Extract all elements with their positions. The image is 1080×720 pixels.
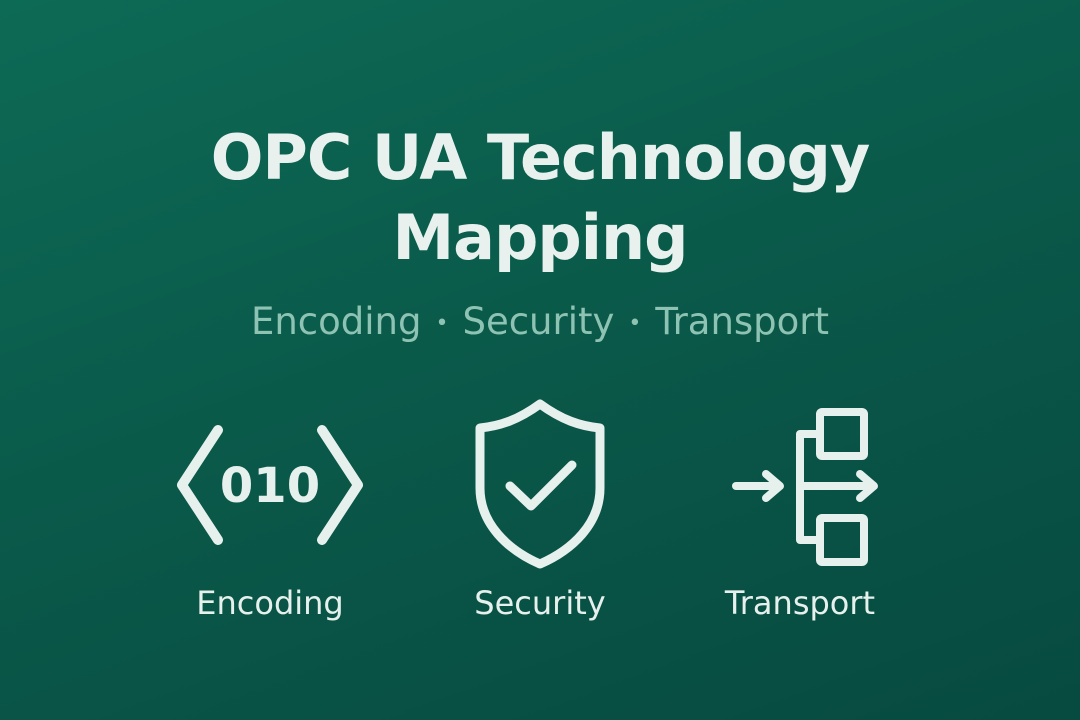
code-text: 010 [220, 458, 320, 514]
shield-check-icon [475, 399, 605, 569]
feature-transport: Transport [670, 398, 930, 638]
subtitle-item-encoding: Encoding [250, 300, 422, 343]
arrow-branch-icon [732, 408, 878, 566]
page-title: OPC UA Technology Mapping [0, 118, 1080, 278]
subtitle-separator: • [628, 310, 642, 336]
feature-security: Security [410, 398, 670, 638]
subtitle: Encoding • Security • Transport [0, 298, 1080, 348]
feature-label-encoding: Encoding [196, 584, 344, 622]
feature-encoding: 010 Encoding [140, 398, 400, 638]
subtitle-item-security: Security [462, 300, 615, 343]
feature-label-transport: Transport [724, 584, 876, 622]
title-line-2: Mapping [392, 201, 688, 274]
subtitle-item-transport: Transport [655, 300, 830, 343]
feature-label-security: Security [474, 584, 606, 622]
title-line-1: OPC UA Technology [210, 121, 871, 194]
code-brackets-icon: 010 [177, 425, 363, 545]
subtitle-separator: • [435, 310, 449, 336]
